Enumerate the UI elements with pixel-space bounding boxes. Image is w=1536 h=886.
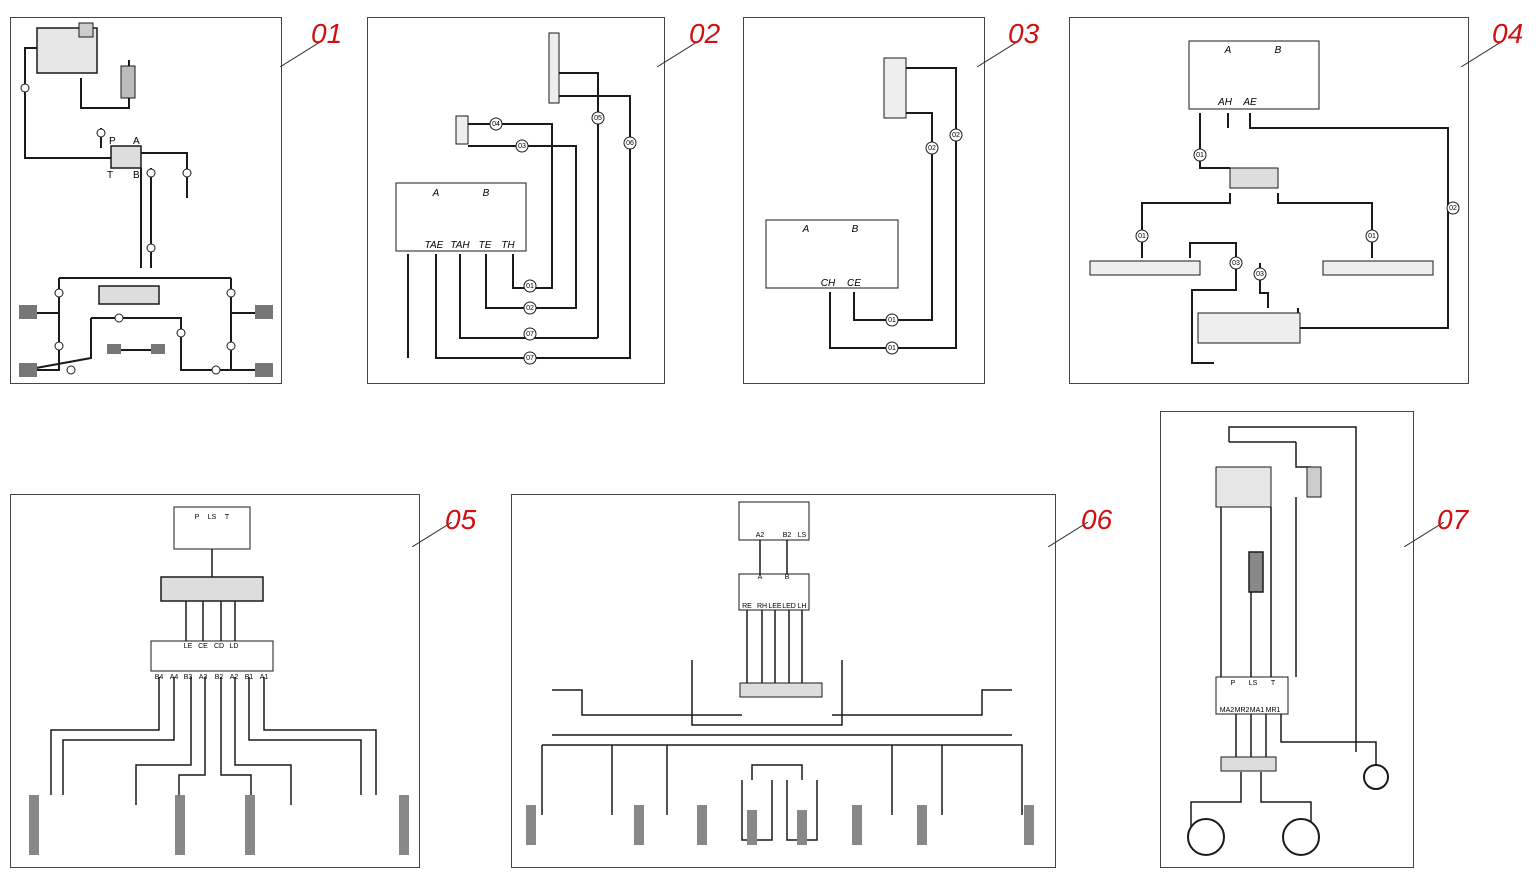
- port-label: B4: [155, 674, 164, 681]
- hose-label: 01: [1196, 152, 1204, 159]
- port-label: T: [107, 170, 113, 181]
- hose-label: 03: [1256, 271, 1264, 278]
- hose-label: 01: [526, 283, 534, 290]
- panel-06: A2 B2 LS A B RE RH LEE LED LH: [511, 494, 1056, 868]
- panel-07-diagram: P LS T MA2 MR2 MA1 MR1: [1187, 426, 1389, 856]
- port-label: A: [133, 136, 140, 147]
- port-label: A: [802, 224, 810, 235]
- port-label: CE: [847, 278, 861, 289]
- hose-label: 01: [1138, 233, 1146, 240]
- panel-03-diagram: 02 02 01 01 A B CH CE: [765, 57, 963, 355]
- port-label: CH: [821, 278, 836, 289]
- hose-label: 01: [888, 317, 896, 324]
- port-label: TH: [501, 240, 515, 251]
- port-label: P: [1231, 680, 1236, 687]
- port-label: B2: [783, 532, 792, 539]
- panel-02: 04 03 05 06 01 02 07 07 A B TAE TAH TE T…: [367, 17, 665, 384]
- panel-05-diagram: P LS T LE CE CD LD B4 A4 B3 A3 B2 A2 B1 …: [29, 506, 409, 855]
- port-label: RE: [742, 603, 752, 610]
- port-label: P: [195, 514, 200, 521]
- port-label: TAH: [450, 240, 470, 251]
- port-label: B: [1275, 45, 1282, 56]
- port-label: B2: [215, 674, 224, 681]
- port-label: TAE: [425, 240, 444, 251]
- port-label: A3: [199, 674, 208, 681]
- port-label: B: [483, 188, 490, 199]
- panel-05-leader-line: [412, 522, 452, 547]
- port-label: RH: [757, 603, 767, 610]
- panel-03-leader-line: [977, 42, 1017, 67]
- panel-05-number: 05: [445, 504, 477, 535]
- port-label: T: [225, 514, 230, 521]
- panel-01-number: 01: [311, 18, 343, 49]
- port-label: CD: [214, 643, 224, 650]
- port-label: A: [1224, 45, 1232, 56]
- hose-label: 02: [526, 305, 534, 312]
- panel-02-number: 02: [689, 18, 721, 49]
- port-label: A4: [170, 674, 179, 681]
- panel-04-leader-line: [1461, 42, 1501, 67]
- panel-07-leader-line: [1404, 522, 1444, 547]
- panel-04: 01 02 01 01 03 03 A B AH AE: [1069, 17, 1469, 384]
- port-label: MR1: [1266, 707, 1281, 714]
- panel-03-number: 03: [1008, 18, 1040, 49]
- hose-label: 02: [928, 145, 936, 152]
- panel-04-number: 04: [1492, 18, 1524, 49]
- hose-label: 05: [594, 115, 602, 122]
- hose-label: 02: [952, 132, 960, 139]
- port-label: B3: [184, 674, 193, 681]
- port-label: TE: [479, 240, 492, 251]
- port-label: A: [432, 188, 440, 199]
- hose-label: 04: [492, 121, 500, 128]
- panel-02-leader-line: [657, 42, 697, 67]
- port-label: LEE: [768, 603, 782, 610]
- port-label: B1: [245, 674, 254, 681]
- hose-label: 03: [1232, 260, 1240, 267]
- port-label: A: [758, 574, 763, 581]
- panel-06-number: 06: [1081, 504, 1113, 535]
- port-label: A2: [230, 674, 239, 681]
- port-label: A1: [260, 674, 269, 681]
- port-label: MA1: [1250, 707, 1265, 714]
- port-label: B: [785, 574, 790, 581]
- port-label: LS: [798, 532, 807, 539]
- port-label: LS: [208, 514, 217, 521]
- port-label: MR2: [1235, 707, 1250, 714]
- port-label: AE: [1242, 97, 1257, 108]
- port-label: LED: [782, 603, 796, 610]
- port-label: CE: [198, 643, 208, 650]
- port-label: LD: [230, 643, 239, 650]
- port-label: AH: [1217, 97, 1233, 108]
- panel-06-leader-line: [1048, 522, 1088, 547]
- hose-label: 06: [626, 140, 634, 147]
- port-label: LH: [798, 603, 807, 610]
- panel-02-diagram: 04 03 05 06 01 02 07 07 A B TAE TAH TE T…: [395, 32, 637, 365]
- panel-07-number: 07: [1437, 504, 1469, 535]
- panel-01-leader-line: [280, 42, 320, 67]
- hose-label: 03: [518, 143, 526, 150]
- panel-01-diagram: P A T B: [19, 22, 273, 377]
- panel-01: P A T B: [10, 17, 282, 384]
- panel-06-diagram: A2 B2 LS A B RE RH LEE LED LH: [526, 501, 1034, 845]
- port-label: T: [1271, 680, 1276, 687]
- panel-07: P LS T MA2 MR2 MA1 MR1: [1160, 411, 1414, 868]
- panel-04-diagram: 01 02 01 01 03 03 A B AH AE: [1089, 40, 1460, 364]
- panel-05: P LS T LE CE CD LD B4 A4 B3 A3 B2 A2 B1 …: [10, 494, 420, 868]
- port-label: LE: [184, 643, 193, 650]
- port-label: P: [109, 136, 116, 147]
- port-label: B: [852, 224, 859, 235]
- port-label: B: [133, 170, 140, 181]
- panel-03: 02 02 01 01 A B CH CE: [743, 17, 985, 384]
- hose-label: 07: [526, 355, 534, 362]
- port-label: MA2: [1220, 707, 1235, 714]
- hose-label: 01: [1368, 233, 1376, 240]
- hose-label: 07: [526, 331, 534, 338]
- port-label: LS: [1249, 680, 1258, 687]
- port-label: A2: [756, 532, 765, 539]
- hose-label: 01: [888, 345, 896, 352]
- hose-label: 02: [1449, 205, 1457, 212]
